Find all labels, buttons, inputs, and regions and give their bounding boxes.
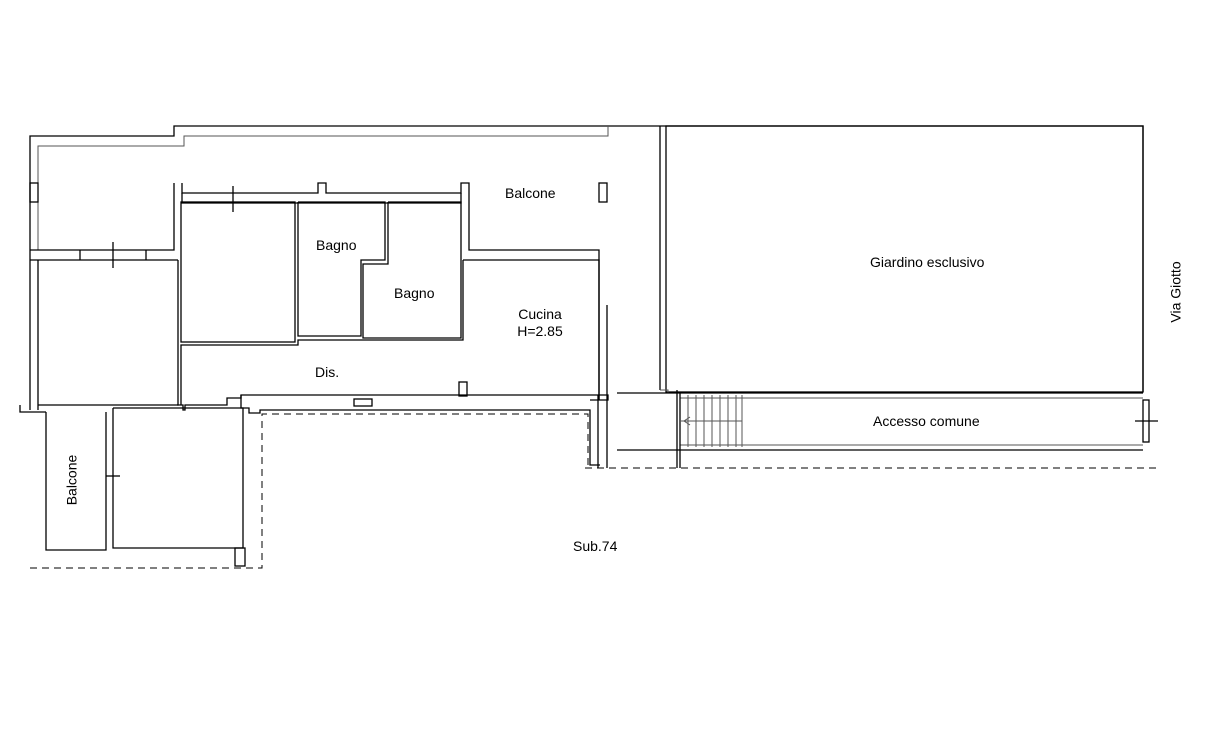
street-label: Via Giotto <box>1167 261 1184 323</box>
room-label-dis: Dis. <box>315 364 340 380</box>
room-label-balcone-left: Balcone <box>63 454 80 506</box>
room-label-accesso: Accesso comune <box>873 413 980 429</box>
room-height-label: H=2.85 <box>517 323 563 339</box>
room-label-giardino: Giardino esclusivo <box>870 254 985 270</box>
room-label-balcone: Balcone <box>505 185 556 201</box>
room-label-cucina: Cucina <box>518 306 562 322</box>
room-label-bagno-1: Bagno <box>316 237 357 253</box>
room-label-bagno-2: Bagno <box>394 285 435 301</box>
stairs-icon <box>680 395 743 447</box>
sub-label: Sub.74 <box>573 538 618 554</box>
